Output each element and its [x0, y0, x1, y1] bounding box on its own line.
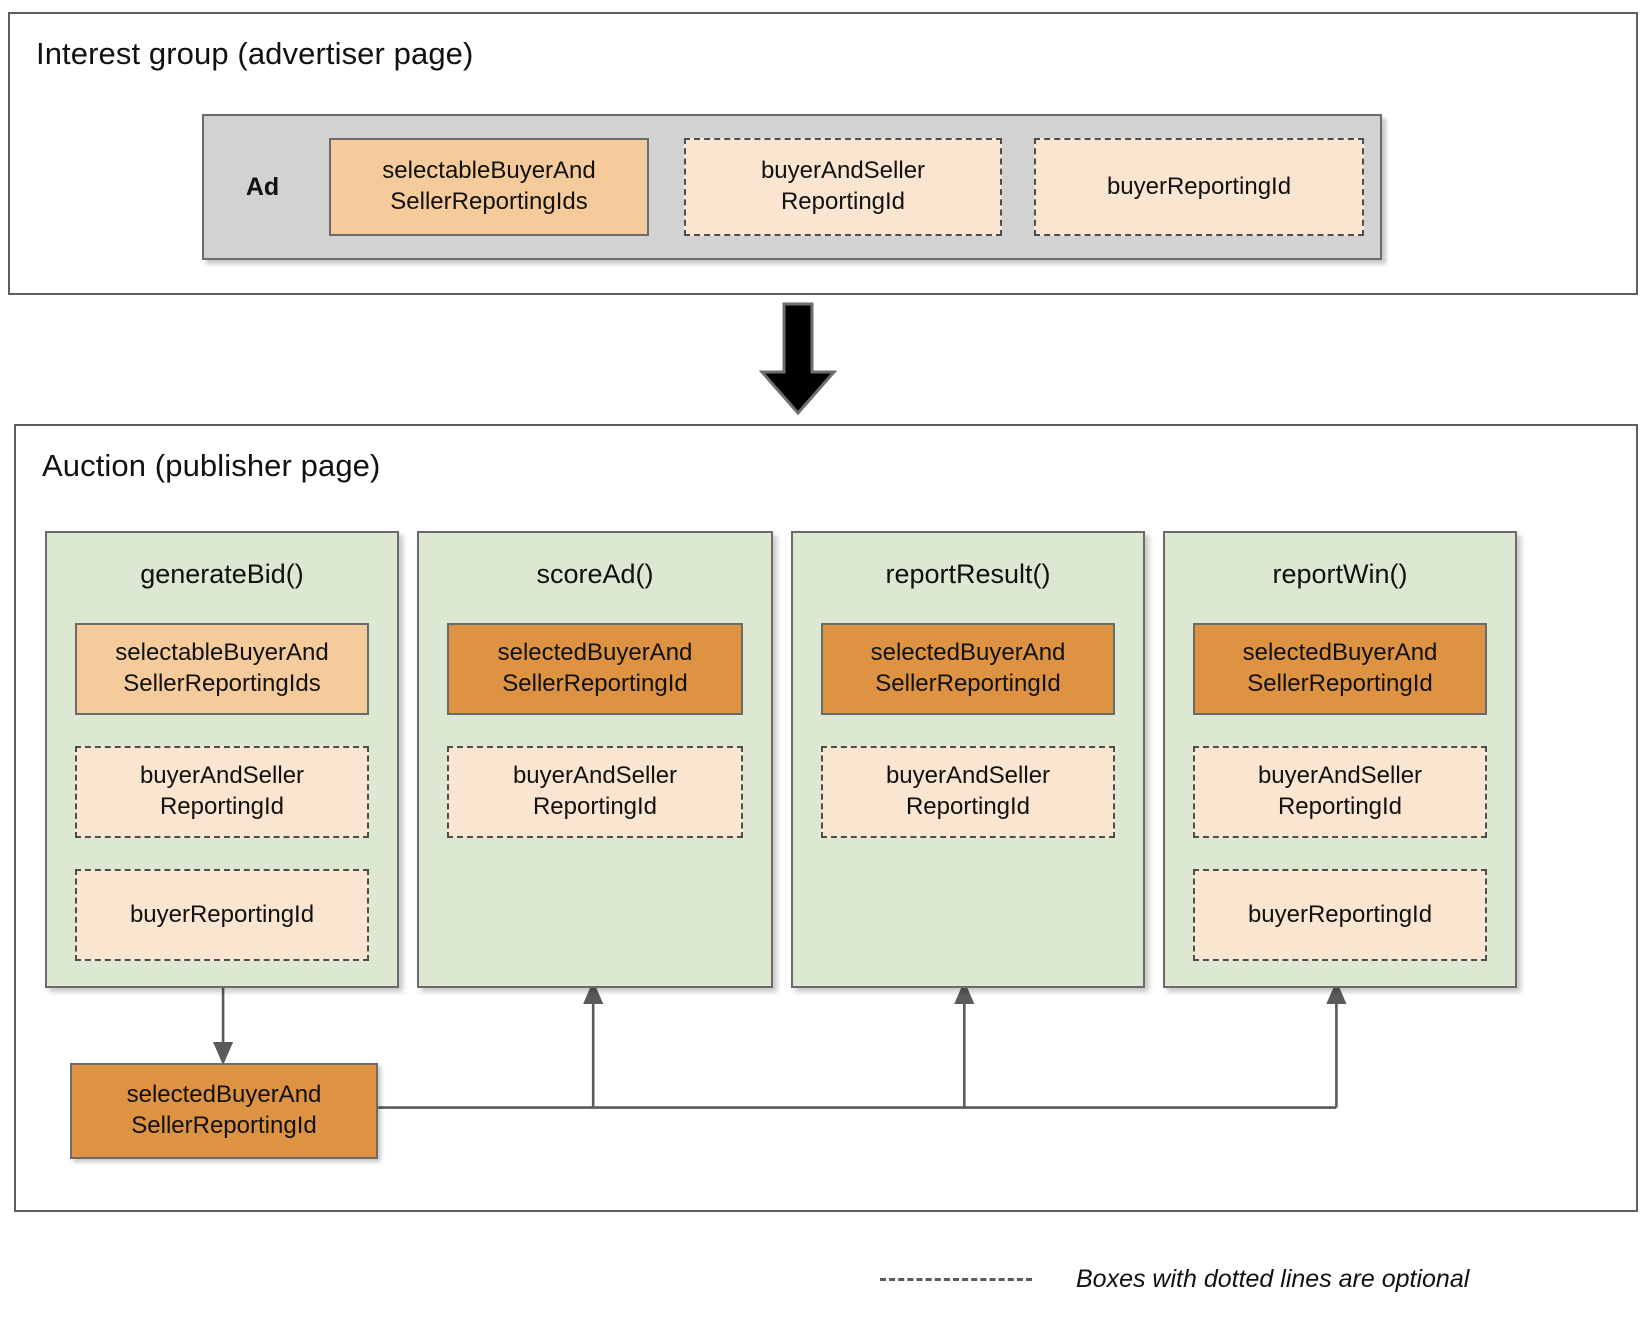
- reportresult-field-selected-buyer-and-seller-reporting-id: selectedBuyerAnd SellerReportingId: [821, 623, 1115, 715]
- function-panel-generatebid: generateBid() selectableBuyerAnd SellerR…: [45, 531, 399, 988]
- reportwin-field-selected-buyer-and-seller-reporting-id: selectedBuyerAnd SellerReportingId: [1193, 623, 1487, 715]
- interest-group-title: Interest group (advertiser page): [36, 36, 474, 71]
- function-panel-scoread: scoreAd() selectedBuyerAnd SellerReporti…: [417, 531, 773, 988]
- interest-group-section: Interest group (advertiser page) Ad sele…: [8, 12, 1638, 295]
- generatebid-field-selectable-buyer-and-seller-reporting-ids: selectableBuyerAnd SellerReportingIds: [75, 623, 369, 715]
- reportresult-field-buyer-and-seller-reporting-id: buyerAndSeller ReportingId: [821, 746, 1115, 838]
- reportwin-field-buyer-and-seller-reporting-id: buyerAndSeller ReportingId: [1193, 746, 1487, 838]
- selected-buyer-and-seller-reporting-id-token: selectedBuyerAnd SellerReportingId: [70, 1063, 378, 1159]
- ad-container: Ad selectableBuyerAnd SellerReportingIds…: [202, 114, 1382, 260]
- field-buyer-reporting-id: buyerReportingId: [1034, 138, 1364, 236]
- legend: Boxes with dotted lines are optional: [880, 1256, 1620, 1302]
- generatebid-field-buyer-reporting-id: buyerReportingId: [75, 869, 369, 961]
- scoread-field-buyer-and-seller-reporting-id: buyerAndSeller ReportingId: [447, 746, 743, 838]
- flow-down-arrow-icon: [758, 302, 838, 416]
- legend-label: Boxes with dotted lines are optional: [1076, 1264, 1470, 1293]
- auction-section: Auction (publisher page) generateBid() s…: [14, 424, 1638, 1212]
- function-title-generatebid: generateBid(): [140, 559, 304, 589]
- generatebid-field-buyer-and-seller-reporting-id: buyerAndSeller ReportingId: [75, 746, 369, 838]
- function-panel-reportwin: reportWin() selectedBuyerAnd SellerRepor…: [1163, 531, 1517, 988]
- legend-dashed-line-swatch: [880, 1277, 1032, 1281]
- field-buyer-and-seller-reporting-id: buyerAndSeller ReportingId: [684, 138, 1002, 236]
- ad-label: Ad: [245, 172, 280, 201]
- reportwin-field-buyer-reporting-id: buyerReportingId: [1193, 869, 1487, 961]
- function-panel-reportresult: reportResult() selectedBuyerAnd SellerRe…: [791, 531, 1145, 988]
- function-title-reportwin: reportWin(): [1272, 559, 1408, 589]
- field-selectable-buyer-and-seller-reporting-ids: selectableBuyerAnd SellerReportingIds: [329, 138, 649, 236]
- scoread-field-selected-buyer-and-seller-reporting-id: selectedBuyerAnd SellerReportingId: [447, 623, 743, 715]
- auction-title: Auction (publisher page): [42, 448, 381, 483]
- function-title-scoread: scoreAd(): [536, 559, 654, 589]
- function-title-reportresult: reportResult(): [885, 559, 1051, 589]
